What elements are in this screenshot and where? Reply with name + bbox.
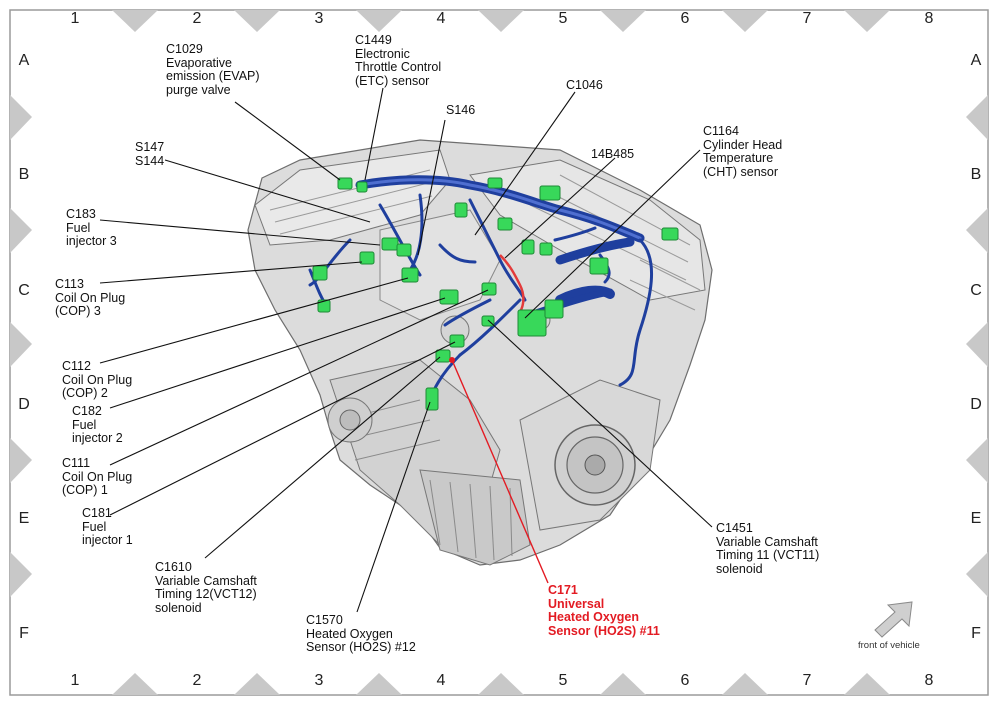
front-of-vehicle-label: front of vehicle (858, 640, 920, 651)
grid-row-d-right: D (970, 396, 982, 413)
callout-c1449: C1449 Electronic Throttle Control (ETC) … (355, 33, 442, 88)
grid-row-f-right: F (971, 625, 981, 642)
callout-c1164: C1164 Cylinder Head Temperature (CHT) se… (703, 124, 783, 179)
callout-s147-s144: S147 S144 (135, 140, 165, 168)
grid-col-1-bottom: 1 (70, 672, 80, 689)
grid-row-e-right: E (970, 510, 982, 527)
grid-col-7-top: 7 (802, 10, 812, 27)
left-edge-markers (10, 95, 32, 597)
callout-c113: C113 Coil On Plug (COP) 3 (55, 277, 126, 318)
grid-col-3-top: 3 (314, 10, 324, 27)
callout-c181: C181 Fuel injector 1 (82, 506, 133, 547)
grid-row-a-left: A (18, 52, 30, 69)
engine-illustration (247, 139, 713, 566)
grid-col-5-bottom: 5 (558, 672, 568, 689)
grid-row-f-left: F (19, 625, 29, 642)
front-of-vehicle-arrow-icon (874, 601, 913, 638)
grid-col-3-bottom: 3 (314, 672, 324, 689)
callout-c1610: C1610 Variable Camshaft Timing 12(VCT12)… (155, 560, 257, 615)
callout-c112: C112 Coil On Plug (COP) 2 (62, 359, 133, 400)
callout-14b485: 14B485 (591, 147, 635, 161)
grid-row-c-right: C (970, 282, 982, 299)
callout-c1029: C1029 Evaporative emission (EVAP) purge … (166, 42, 260, 97)
callout-c183: C183 Fuel injector 3 (66, 207, 117, 248)
grid-col-5-top: 5 (558, 10, 568, 27)
c171-leader-line (451, 359, 549, 584)
leader-lines (99, 87, 713, 613)
callout-c1046: C1046 (566, 78, 603, 92)
bottom-edge-markers (112, 673, 890, 695)
grid-col-6-bottom: 6 (680, 672, 690, 689)
grid-row-a-right: A (970, 52, 982, 69)
right-edge-markers (966, 95, 988, 597)
grid-row-b-right: B (970, 166, 982, 183)
callout-c1570: C1570 Heated Oxygen Sensor (HO2S) #12 (306, 613, 416, 654)
grid-col-8-top: 8 (924, 10, 934, 27)
top-edge-markers (112, 10, 890, 32)
grid-col-2-top: 2 (192, 10, 202, 27)
grid-col-7-bottom: 7 (802, 672, 812, 689)
callout-c171-highlighted: C171 Universal Heated Oxygen Sensor (HO2… (548, 583, 660, 638)
red-wire (499, 254, 525, 313)
c171-target-dot (449, 357, 455, 363)
grid-row-b-left: B (18, 166, 30, 183)
grid-col-8-bottom: 8 (924, 672, 934, 689)
grid-col-4-bottom: 4 (436, 672, 446, 689)
grid-col-1-top: 1 (70, 10, 80, 27)
callout-c182: C182 Fuel injector 2 (72, 404, 123, 445)
callout-c1451: C1451 Variable Camshaft Timing 11 (VCT11… (716, 521, 820, 576)
callout-s146: S146 (446, 103, 476, 117)
grid-col-2-bottom: 2 (192, 672, 202, 689)
grid-row-e-left: E (18, 510, 30, 527)
callout-c111: C111 Coil On Plug (COP) 1 (62, 456, 133, 497)
grid-col-6-top: 6 (680, 10, 690, 27)
grid-row-c-left: C (18, 282, 30, 299)
grid-row-d-left: D (18, 396, 30, 413)
grid-col-4-top: 4 (436, 10, 446, 27)
